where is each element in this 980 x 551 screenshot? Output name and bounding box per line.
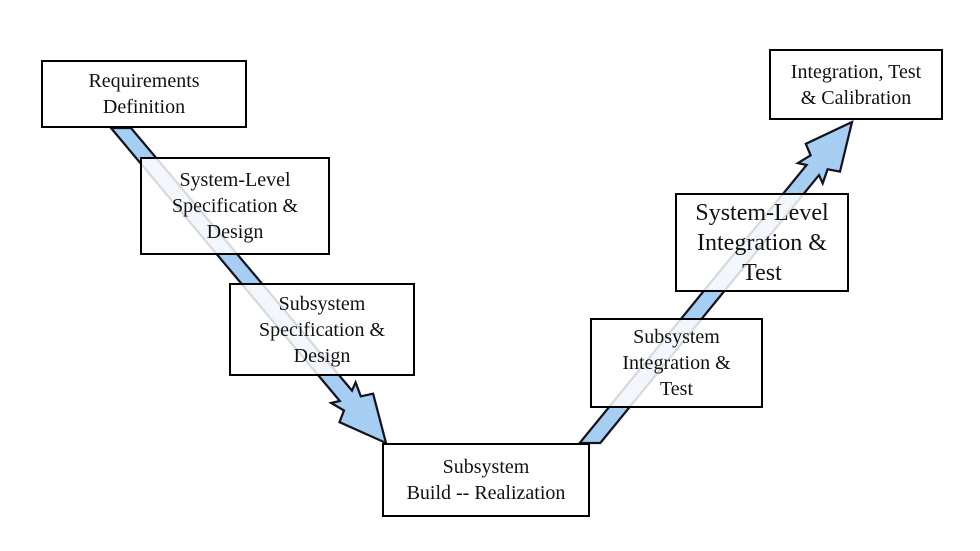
box-subsystem-integration-test: Subsystem Integration & Test: [590, 318, 763, 408]
box-label: Subsystem Integration & Test: [622, 326, 731, 400]
box-subsystem-specification-design: Subsystem Specification & Design: [229, 283, 415, 376]
box-label: System-Level Integration & Test: [695, 199, 829, 286]
box-requirements-definition: Requirements Definition: [41, 60, 247, 128]
box-label: Subsystem Build -- Realization: [406, 456, 566, 504]
box-system-level-specification-design: System-Level Specification & Design: [140, 157, 330, 255]
box-label: Subsystem Specification & Design: [258, 292, 386, 367]
box-integration-test-calibration: Integration, Test & Calibration: [769, 49, 943, 120]
box-subsystem-build-realization: Subsystem Build -- Realization: [382, 443, 590, 517]
box-label: System-Level Specification & Design: [171, 169, 299, 243]
box-label: Requirements Definition: [88, 70, 200, 118]
box-system-level-integration-test: System-Level Integration & Test: [675, 193, 849, 292]
box-label: Integration, Test & Calibration: [790, 60, 922, 109]
